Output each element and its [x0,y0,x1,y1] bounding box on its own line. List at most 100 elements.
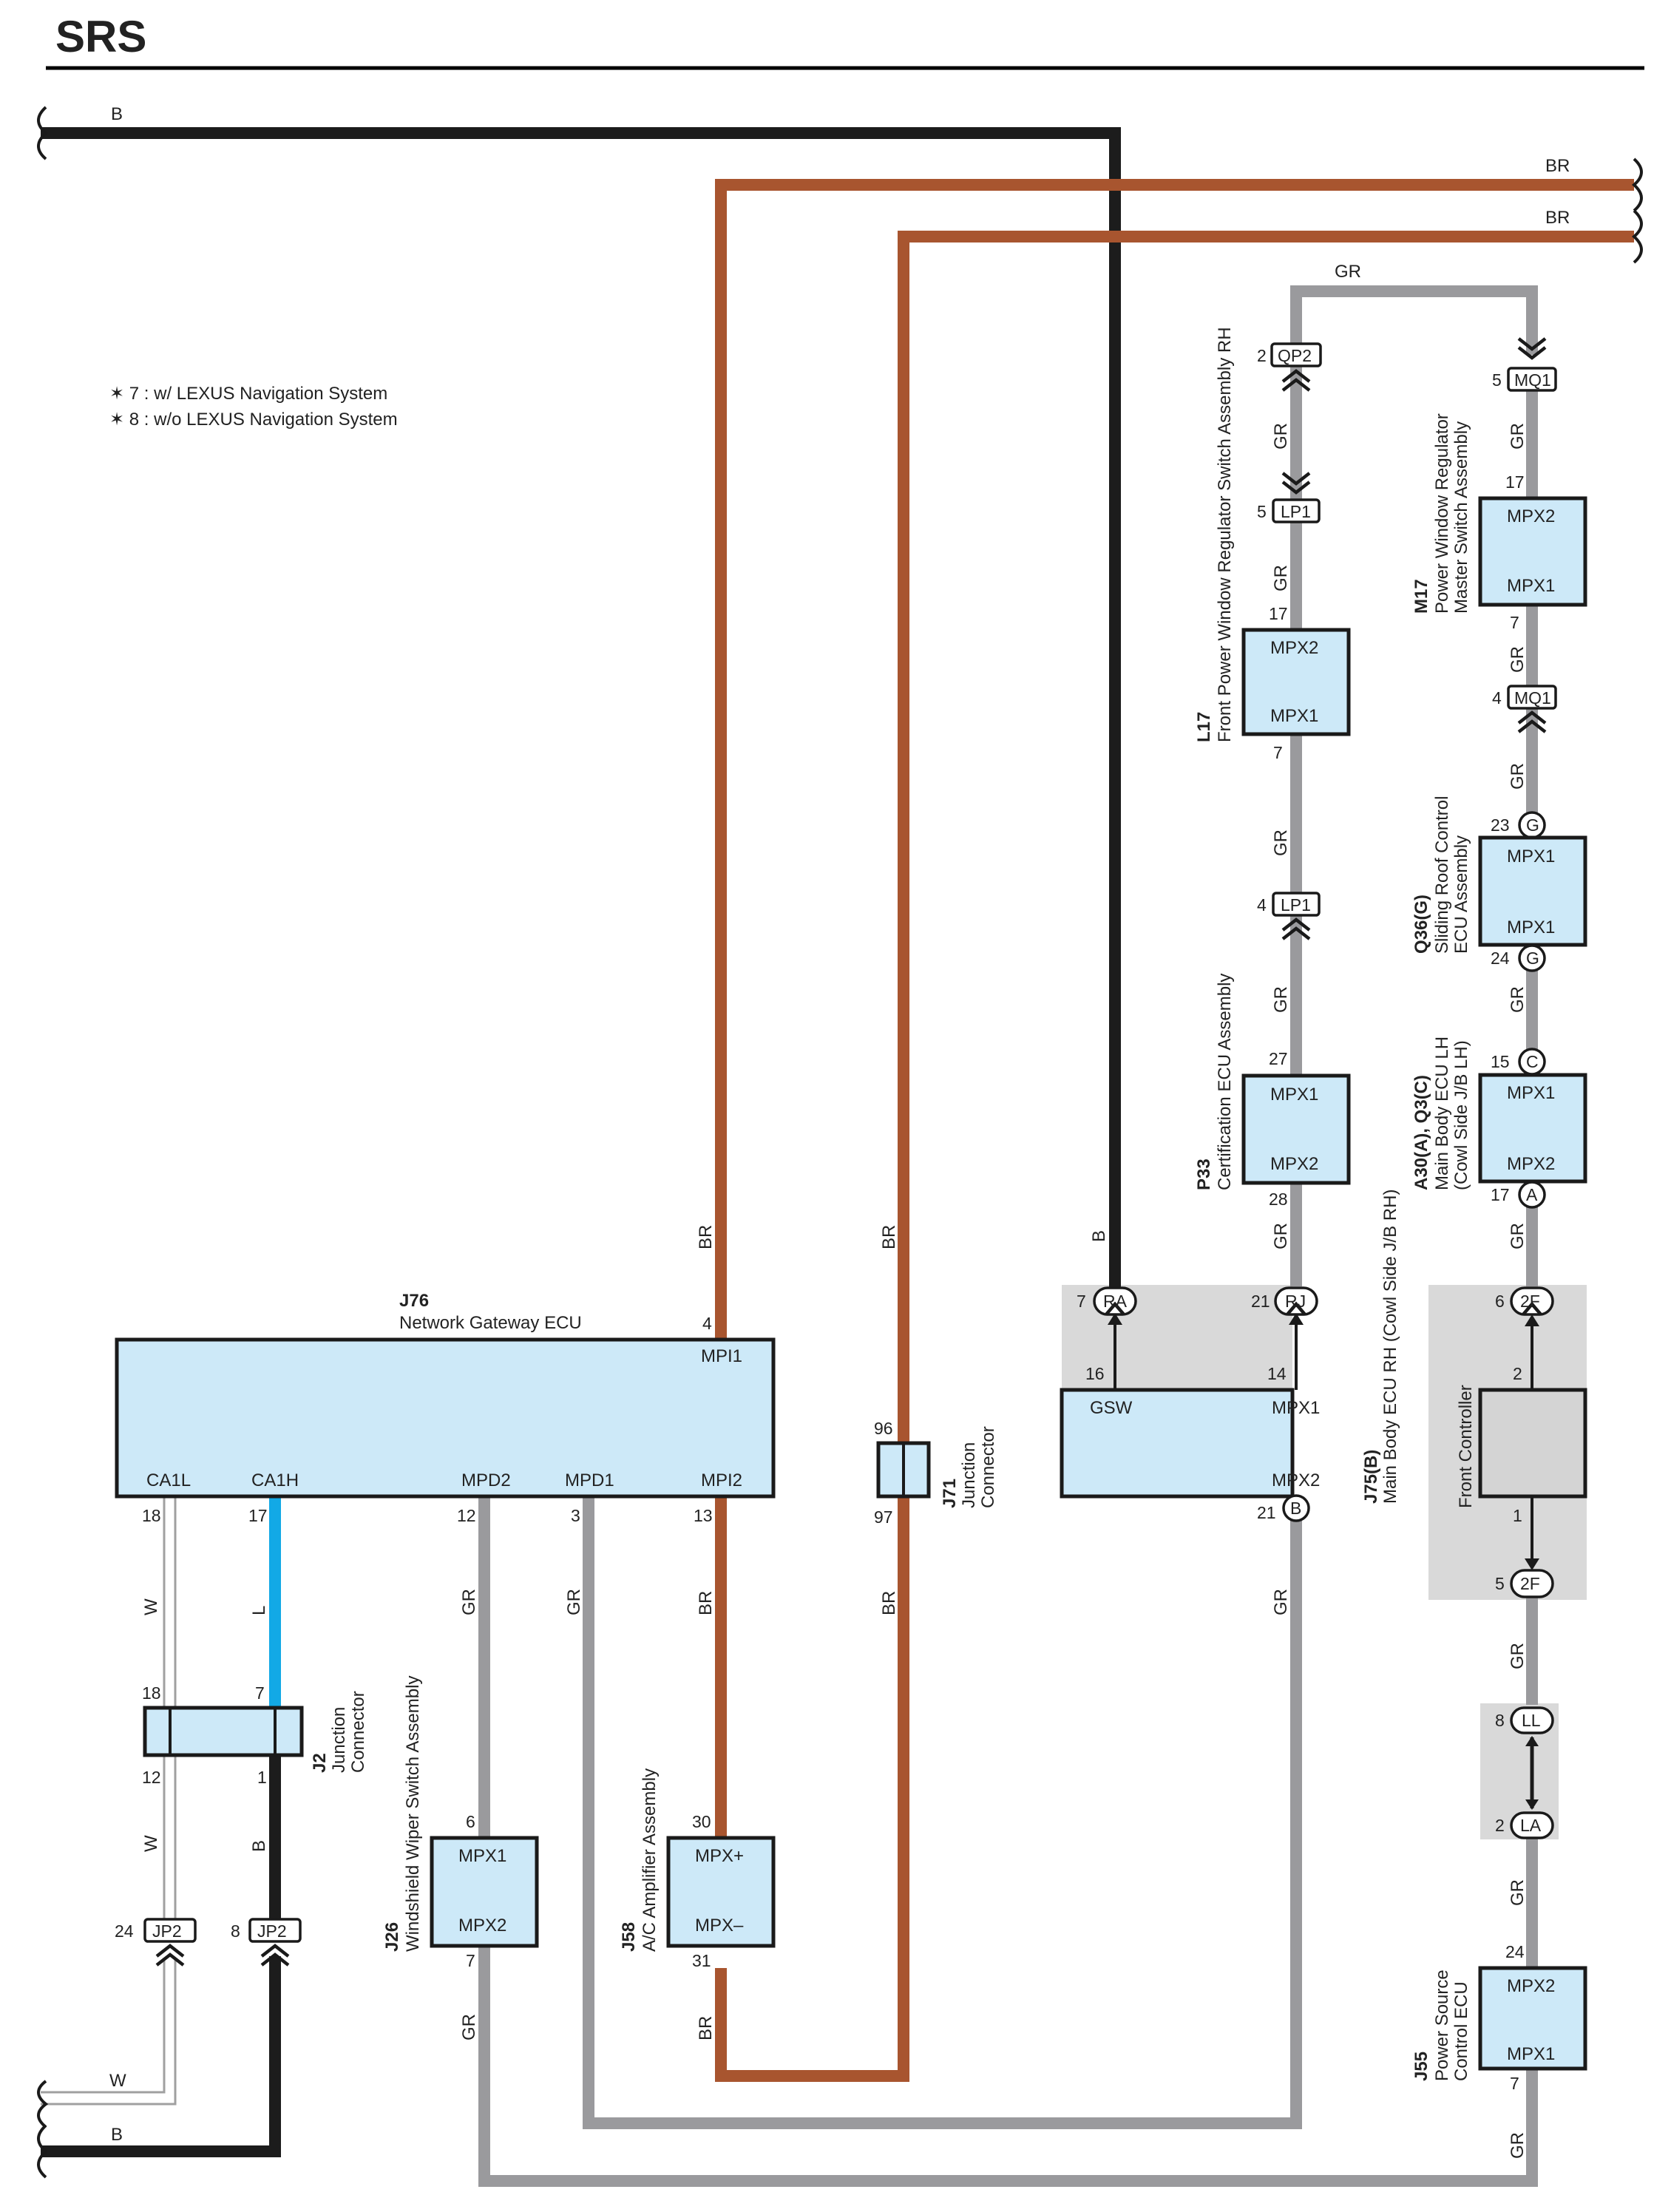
j26-windshield-wiper-switch: MPX1 MPX2 6 7 J26 Windshield Wiper Switc… [382,1676,539,1970]
label-gr-lp1-b: GR [1271,986,1291,1013]
wire-break-left-top [37,106,49,160]
j55-pin-24: 24 [1505,1942,1525,1961]
jp2-connector-b: JP2 8 [231,1918,302,1967]
j75-name: Main Body ECU RH (Cowl Side J/B RH) [1380,1190,1400,1504]
p33-code: P33 [1194,1158,1214,1190]
q36-sliding-roof-ecu: G 23 MPX1 MPX1 G 24 Q36(G) Sliding Roof … [1411,796,1587,972]
a30-pin-top: MPX1 [1507,1083,1555,1103]
p33-name: Certification ECU Assembly [1215,974,1235,1190]
label-gr-j55-bottom: GR [1508,2132,1528,2159]
j58-name: A/C Amplifier Assembly [640,1768,660,1952]
j2-pin-1: 1 [257,1768,267,1787]
lp1-pin-5: 5 [1257,502,1267,521]
a30-name-2: (Cowl Side J/B LH) [1451,1040,1471,1190]
j26-pin-6: 6 [466,1812,475,1831]
j55-name-2: Control ECU [1451,1981,1471,2081]
j26-pin-bottom: MPX2 [458,1916,506,1936]
m17-power-window-master-switch: MPX2 MPX1 17 7 M17 Power Window Regulato… [1411,413,1587,632]
m17-code: M17 [1411,579,1431,614]
j71-name-2: Connector [978,1426,998,1508]
j58-pin-31: 31 [692,1951,711,1970]
a30-name-1: Main Body ECU LH [1432,1037,1452,1190]
svg-text:B: B [1290,1499,1301,1518]
j76-pin-mpd1: MPD1 [565,1470,614,1490]
label-gr-q36-bottom: GR [1508,986,1528,1013]
svg-text:RJ: RJ [1285,1292,1306,1311]
j76-pin-mpi2: MPI2 [701,1470,742,1490]
a30-pin-bottom: MPX2 [1507,1154,1555,1174]
ll-pin-8: 8 [1495,1711,1505,1730]
j76-pin-num-18: 18 [142,1506,161,1525]
note-w-nav: ✶ 7 : w/ LEXUS Navigation System [109,384,387,404]
j26-name: Windshield Wiper Switch Assembly [403,1676,423,1952]
label-gr-mq1: GR [1508,423,1528,449]
j26-pin-top: MPX1 [458,1846,506,1866]
j75-pin-gsw: GSW [1090,1398,1133,1418]
mq1-connector-top: MQ1 5 [1492,337,1557,392]
front-controller: 2F 6 2 Front Controller 1 2F 5 [1456,1286,1587,1598]
svg-text:JP2: JP2 [152,1921,182,1941]
label-gr-lp1: GR [1271,565,1291,591]
p33-pin-27: 27 [1269,1049,1288,1068]
j71-name-1: Junction [959,1442,979,1508]
p33-pin-28: 28 [1269,1190,1288,1209]
l17-pin-bottom: MPX1 [1270,706,1318,726]
wire-gr-top-loop [1290,285,1538,355]
j76-pin-num-13: 13 [694,1506,713,1525]
p33-pin-top: MPX1 [1270,1085,1318,1105]
label-br-j76: BR [696,1225,716,1249]
j76-pin-num-3: 3 [571,1506,580,1525]
j76-pin-mpd2: MPD2 [461,1470,511,1490]
fc-pin-2: 2 [1513,1364,1522,1383]
label-w-ca1l: W [141,1598,161,1615]
svg-text:G: G [1526,815,1539,835]
label-br-1: BR [1545,156,1570,176]
mq1-connector-bottom: MQ1 4 [1492,685,1557,733]
f2-pin-5: 5 [1495,1574,1505,1593]
j71-junction-connector: 96 97 J71 Junction Connector [874,1419,998,1527]
a30-code: A30(A), Q3(C) [1411,1075,1431,1190]
q36-name-1: Sliding Roof Control [1432,796,1452,954]
j2-name-1: Junction [329,1707,349,1773]
wire-break-right-1 [1631,157,1643,212]
j71-pin-97: 97 [874,1507,893,1527]
svg-text:RA: RA [1103,1292,1128,1311]
q36-name-2: ECU Assembly [1451,835,1471,954]
wire-gr-mpd1-loop [583,1496,1302,2129]
wire-br-2 [898,231,1634,1443]
lp1-pin-4: 4 [1257,895,1267,915]
j76-pin-mpi1: MPI1 [701,1346,742,1366]
label-gr-p33-bottom: GR [1271,1223,1291,1249]
la-pin-2: 2 [1495,1816,1505,1835]
m17-pin-bottom: MPX1 [1507,576,1555,596]
rj-pin-21: 21 [1251,1292,1270,1311]
l17-code: L17 [1194,712,1214,742]
ra-pin-7: 7 [1077,1292,1086,1311]
label-b-top: B [111,104,123,124]
label-gr-mq1-b: GR [1508,763,1528,790]
label-br-j71: BR [879,1225,899,1249]
j55-code: J55 [1411,2052,1431,2081]
label-br-2: BR [1545,208,1570,228]
j26-pin-7: 7 [466,1951,475,1970]
label-br-j71-bottom: BR [879,1591,899,1615]
j76-name: Network Gateway ECU [399,1313,582,1333]
j71-pin-96: 96 [874,1419,893,1438]
q36-pin-top: MPX1 [1507,847,1555,866]
j58-pin-bottom: MPX– [695,1916,744,1936]
j58-pin-30: 30 [692,1812,711,1831]
label-gr-j26-bottom: GR [459,2014,479,2040]
m17-pin-top: MPX2 [1507,506,1555,526]
page-title: SRS [55,12,146,61]
wire-break-left-b [37,2124,49,2179]
l17-pin-7: 7 [1273,743,1283,762]
wire-b-bottom-2 [41,1956,281,2157]
m17-name-1: Power Window Regulator [1432,413,1452,614]
label-gr-mpd1: GR [564,1589,584,1615]
p33-pin-bottom: MPX2 [1270,1154,1318,1174]
m17-name-2: Master Switch Assembly [1451,421,1471,614]
label-gr-top: GR [1335,262,1361,282]
j2-pin-7: 7 [255,1683,265,1703]
j75-pin-mpx2: MPX2 [1272,1470,1320,1490]
lp1-connector-lower: LP1 4 [1257,892,1321,940]
